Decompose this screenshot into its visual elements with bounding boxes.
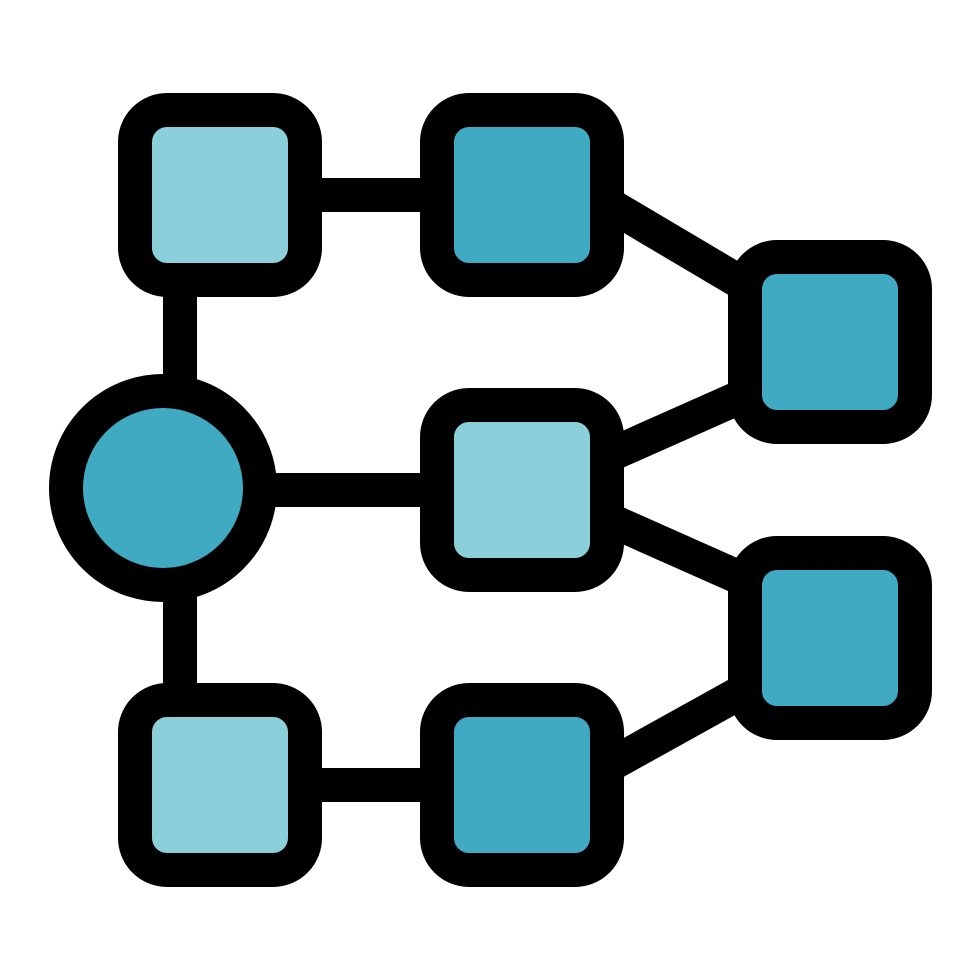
connector-center-middle-to-lower-right [603,504,752,596]
top-middle-square-node [420,93,624,297]
upper-right-square-node [728,240,932,444]
bottom-middle-square-node [420,683,624,887]
root-circle-node [49,374,277,602]
connector-center-middle-to-upper-right [603,379,752,471]
connector-bottom-middle-to-lower-right [601,675,754,780]
connector-top-middle-to-upper-right [601,190,754,300]
top-left-square-node [118,93,322,297]
center-middle-square-node [420,388,624,592]
bottom-left-square-node [118,683,322,887]
lower-right-square-node [728,536,932,740]
